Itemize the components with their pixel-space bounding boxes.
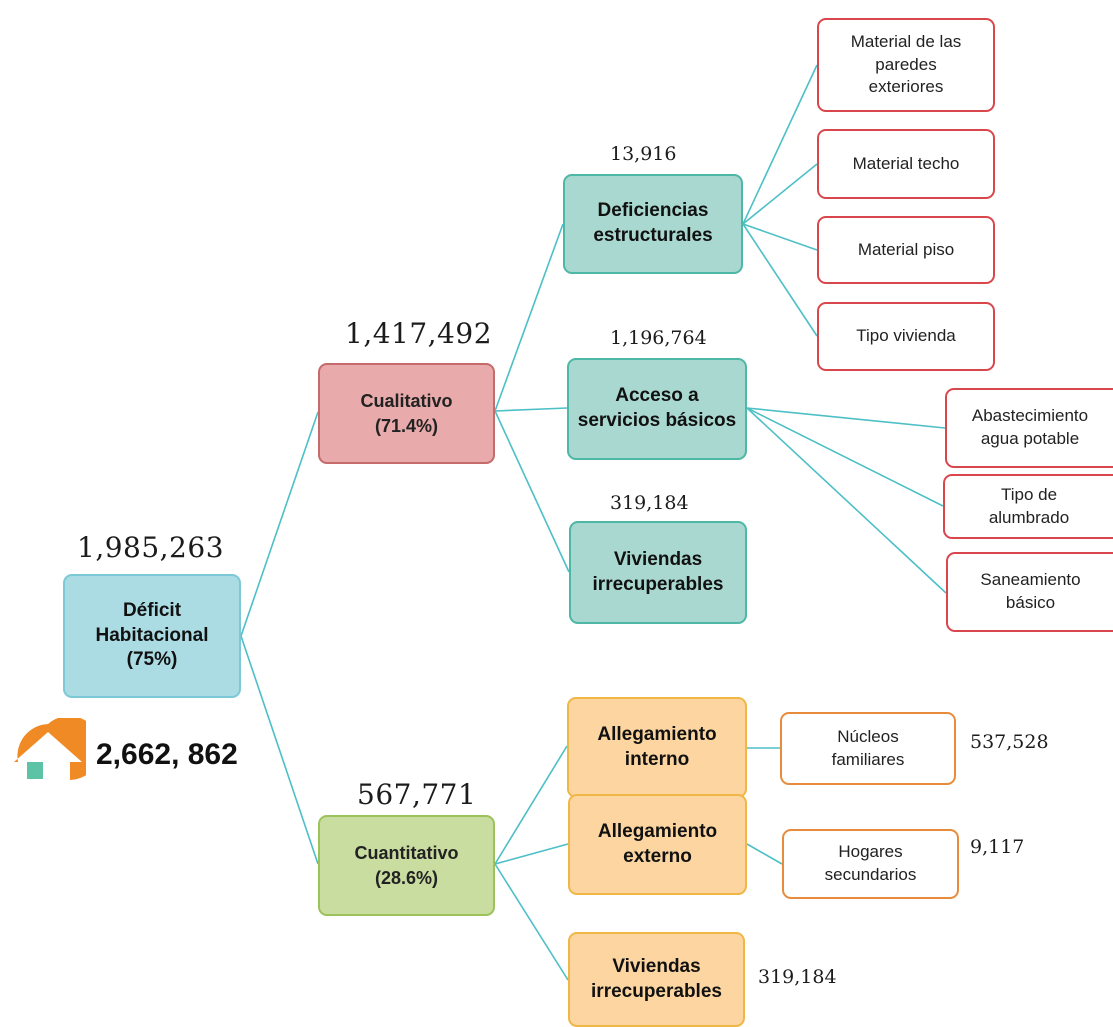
connector-cual-viviendas (494, 410, 570, 573)
node-allegamiento-externo: Allegamiento externo (568, 794, 747, 895)
node-allegamiento-interno: Allegamiento interno (567, 697, 747, 798)
leaf-tipo-vivienda: Tipo vivienda (817, 302, 995, 371)
house-icon (14, 718, 86, 780)
hogares-value: 9,117 (970, 836, 1025, 858)
connector-root-cuantitativo (240, 635, 319, 865)
leaf-material-paredes: Material de las paredes exteriores (817, 18, 995, 112)
node-cuantitativo: Cuantitativo (28.6%) (318, 815, 495, 916)
connector-root-cualitativo (240, 411, 319, 637)
node-acceso-servicios: Acceso a servicios básicos (567, 358, 747, 460)
leaf-material-piso: Material piso (817, 216, 995, 284)
connector-def-piso (742, 223, 818, 251)
connector-cuan-viviendas (494, 863, 569, 981)
root-value: 1,985,263 (77, 531, 225, 564)
acceso-value: 1,196,764 (610, 327, 707, 349)
deficiencias-value: 13,916 (610, 143, 677, 165)
viviendas-cual-value: 319,184 (610, 492, 689, 514)
total-value: 2,662, 862 (96, 738, 238, 771)
root-node-deficit-habitacional: Déficit Habitacional (75%) (63, 574, 241, 698)
connector-cual-deficiencias (494, 223, 564, 412)
connector-acceso-saneamiento (746, 407, 947, 594)
cualitativo-value: 1,417,492 (345, 317, 493, 350)
nucleos-value: 537,528 (970, 731, 1049, 753)
connector-externo-hogares (746, 843, 783, 865)
node-deficiencias-estructurales: Deficiencias estructurales (563, 174, 743, 274)
leaf-material-techo: Material techo (817, 129, 995, 199)
connector-def-tipo (742, 223, 818, 337)
connector-def-techo (742, 163, 818, 225)
connector-cuan-externo (494, 843, 569, 865)
connector-cuan-interno (494, 745, 568, 865)
leaf-tipo-alumbrado: Tipo de alumbrado (943, 474, 1113, 539)
cuantitativo-value: 567,771 (357, 778, 477, 811)
leaf-abastecimiento-agua: Abastecimiento agua potable (945, 388, 1113, 468)
node-viviendas-irrecuperables-cuan: Viviendas irrecuperables (568, 932, 745, 1027)
leaf-hogares-secundarios: Hogares secundarios (782, 829, 959, 899)
leaf-nucleos-familiares: Núcleos familiares (780, 712, 956, 785)
connector-acceso-alumbrado (746, 407, 944, 507)
viviendas-cuan-value: 319,184 (758, 966, 837, 988)
connector-def-paredes (742, 64, 818, 225)
node-viviendas-irrecuperables-cual: Viviendas irrecuperables (569, 521, 747, 624)
connector-acceso-agua (746, 407, 946, 429)
node-cualitativo: Cualitativo (71.4%) (318, 363, 495, 464)
leaf-saneamiento-basico: Saneamiento básico (946, 552, 1113, 632)
connector-cual-acceso (494, 407, 568, 412)
